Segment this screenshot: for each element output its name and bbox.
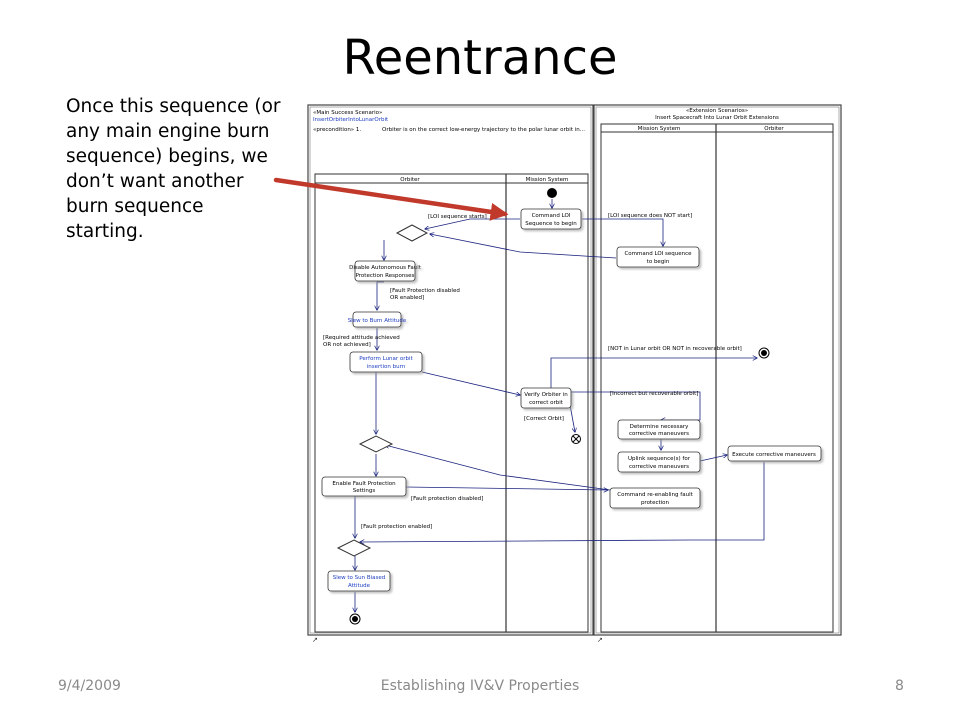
svg-text:correct orbit: correct orbit — [529, 400, 564, 406]
svg-text:Attitude: Attitude — [348, 583, 371, 589]
extension-scenario-frame: «Extension Scenarios» Insert Spacecraft … — [593, 104, 842, 644]
svg-text:Slew to Sun Biased: Slew to Sun Biased — [333, 575, 386, 581]
action-slew-burn-attitude: Slew to Burn Attitude — [348, 311, 407, 328]
svg-text:protection: protection — [641, 500, 670, 506]
svg-text:corrective maneuvers: corrective maneuvers — [629, 464, 689, 470]
guard-fp-enabled: [Fault protection enabled] — [361, 524, 432, 530]
callout-arrow — [273, 177, 509, 221]
final-node — [349, 613, 361, 625]
svg-text:OR not achieved]: OR not achieved] — [323, 342, 371, 348]
decision-node — [395, 224, 429, 242]
action-ext-command-loi: Command LOI sequence to begin — [616, 246, 700, 268]
action-enable-fault-protection: Enable Fault Protection Settings — [321, 476, 407, 497]
guard-fp-disabled-or-enabled: [Fault Protection disabled — [390, 288, 460, 294]
frame-corner-mark: ↗ — [597, 636, 603, 644]
guard-not-lunar: [NOT in Lunar orbit OR NOT in recoverabl… — [608, 346, 742, 352]
action-execute-maneuvers: Execute corrective maneuvers — [727, 445, 822, 462]
action-disable-fault-protection: Disable Autonomous Fault Protection Resp… — [349, 260, 422, 282]
guard-incorrect-recoverable: [Incorrect but recoverable orbit] — [610, 391, 698, 397]
main-stereotype: «Main Success Scenario» — [313, 110, 382, 116]
action-command-reenable-fp: Command re-enabling fault protection — [609, 487, 701, 509]
flow-final-node — [571, 434, 581, 444]
decision-node — [358, 435, 394, 453]
svg-text:OR enabled]: OR enabled] — [390, 295, 424, 301]
final-node — [758, 347, 770, 359]
ext-lane-orbiter: Orbiter — [764, 126, 784, 132]
ext-name: Insert Spacecraft Into Lunar Orbit Exten… — [655, 115, 779, 121]
guard-loi-starts: [LOI sequence starts] — [428, 214, 487, 220]
svg-text:Command LOI sequence: Command LOI sequence — [624, 251, 692, 257]
action-uplink-sequences: Uplink sequence(s) for corrective maneuv… — [617, 451, 701, 473]
guard-labels: [LOI sequence starts] [LOI sequence does… — [323, 213, 742, 530]
slide-title: Reentrance — [342, 30, 618, 86]
svg-text:Determine necessary: Determine necessary — [630, 424, 689, 430]
svg-text:Sequence to begin: Sequence to begin — [525, 221, 577, 227]
svg-text:to begin: to begin — [647, 259, 670, 265]
frame-corner-mark: ↗ — [312, 636, 318, 644]
action-perform-lunar-burn: Perform Lunar orbit insertion burn — [349, 351, 423, 373]
decision-node — [336, 539, 372, 557]
svg-text:Perform Lunar orbit: Perform Lunar orbit — [359, 356, 413, 362]
ext-lane-mission-system: Mission System — [638, 126, 681, 132]
svg-text:Protection Responses: Protection Responses — [356, 273, 415, 279]
footer-title: Establishing IV&V Properties — [380, 678, 580, 694]
svg-text:Verify Orbiter in: Verify Orbiter in — [524, 392, 568, 398]
footer-page-number: 8 — [895, 678, 904, 694]
annotation-note: Once this sequence (or any main engine b… — [66, 96, 281, 242]
lane-orbiter: Orbiter — [400, 177, 420, 183]
svg-text:Settings: Settings — [353, 488, 376, 494]
guard-correct-orbit: [Correct Orbit] — [524, 416, 564, 422]
svg-text:insertion burn: insertion burn — [367, 364, 406, 370]
precondition-text: Orbiter is on the correct low-energy tra… — [382, 127, 585, 133]
guard-fp-disabled: [Fault protection disabled] — [411, 496, 483, 502]
svg-text:Execute corrective maneuvers: Execute corrective maneuvers — [732, 452, 816, 458]
svg-text:Slew to Burn Attitude: Slew to Burn Attitude — [348, 318, 407, 324]
svg-text:Command re-enabling fault: Command re-enabling fault — [617, 492, 693, 498]
svg-text:Enable Fault Protection: Enable Fault Protection — [332, 481, 396, 487]
main-scenario-frame: «Main Success Scenario» InsertOrbiterInt… — [307, 104, 594, 644]
precondition-label: «precondition» 1. — [313, 127, 361, 133]
ext-stereotype: «Extension Scenarios» — [686, 108, 748, 114]
action-slew-sun-biased: Slew to Sun Biased Attitude — [327, 570, 391, 592]
svg-text:Command LOI: Command LOI — [532, 213, 571, 219]
svg-text:Disable Autonomous Fault: Disable Autonomous Fault — [349, 265, 422, 271]
lane-mission-system: Mission System — [526, 177, 569, 183]
control-flows — [355, 199, 765, 612]
guard-loi-not-start: [LOI sequence does NOT start] — [608, 213, 692, 219]
action-verify-orbit: Verify Orbiter in correct orbit — [520, 387, 572, 409]
initial-node — [547, 188, 557, 198]
footer-date: 9/4/2009 — [58, 678, 121, 694]
action-command-loi: Command LOI Sequence to begin — [520, 208, 582, 230]
action-determine-maneuvers: Determine necessary corrective maneuvers — [617, 419, 701, 440]
guard-attitude: [Required attitude achieved — [323, 335, 400, 341]
svg-text:Uplink sequence(s) for: Uplink sequence(s) for — [628, 456, 691, 462]
main-name: InsertOrbiterIntoLunarOrbit — [313, 117, 389, 123]
svg-text:corrective maneuvers: corrective maneuvers — [629, 431, 689, 437]
